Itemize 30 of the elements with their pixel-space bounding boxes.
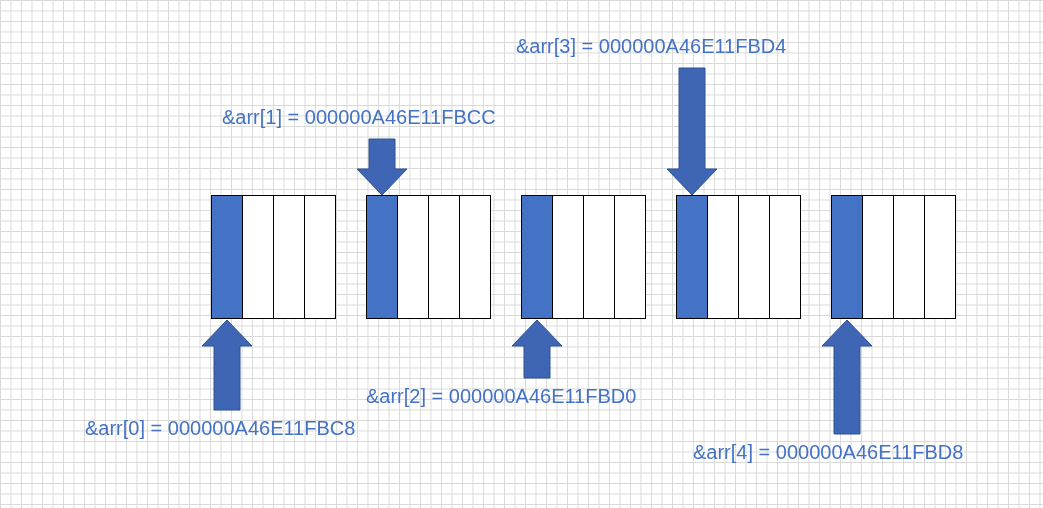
memory-cell [862,195,894,319]
memory-cell-highlighted [211,195,243,319]
memory-cell [893,195,925,319]
memory-cell [583,195,615,319]
memory-cell [769,195,801,319]
memory-cell [242,195,274,319]
address-label: &arr[1] = 000000A46E11FBCC [222,105,496,129]
memory-cell [459,195,491,319]
block-arrow [821,319,873,435]
memory-cell [428,195,460,319]
memory-cell [552,195,584,319]
memory-cell [273,195,305,319]
memory-cell [707,195,739,319]
address-label: &arr[3] = 000000A46E11FBD4 [516,34,787,58]
block-arrow [356,138,408,196]
block-arrow [666,67,718,196]
memory-cell [614,195,646,319]
memory-cell [924,195,956,319]
memory-cell [397,195,429,319]
memory-cell-highlighted [521,195,553,319]
address-label: &arr[0] = 000000A46E11FBC8 [85,416,356,440]
block-arrow [201,319,253,411]
memory-cell-highlighted [831,195,863,319]
memory-cell [304,195,336,319]
memory-cell-highlighted [676,195,708,319]
address-label: &arr[2] = 000000A46E11FBD0 [366,384,637,408]
address-label: &arr[4] = 000000A46E11FBD8 [693,440,964,464]
memory-cell-highlighted [366,195,398,319]
block-arrow [511,319,563,379]
memory-cell [738,195,770,319]
